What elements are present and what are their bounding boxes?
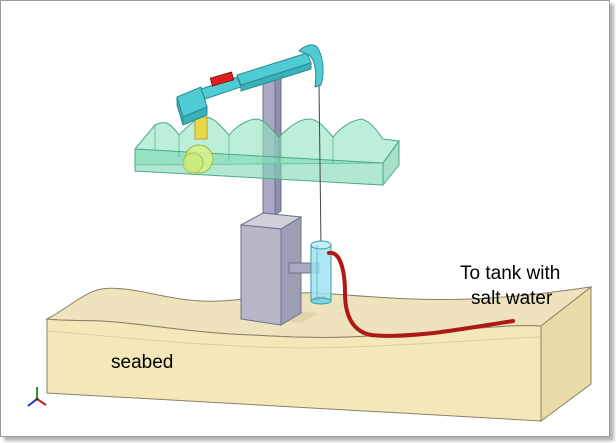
crank-frame-end xyxy=(382,139,400,187)
wire-line xyxy=(318,84,322,246)
crank-frame xyxy=(134,116,400,187)
pump-jack-diagram xyxy=(27,44,593,422)
seabed-label: seabed xyxy=(111,352,174,373)
beam-horse-head xyxy=(298,44,324,88)
diagram-frame: seabed To tank with salt water xyxy=(0,0,610,437)
salt-water-hose xyxy=(327,251,515,338)
seabed-strata-line xyxy=(46,330,542,349)
seabed-block xyxy=(45,285,593,422)
tank-label-line-1: To tank with xyxy=(460,263,561,284)
pump-cylinder xyxy=(310,240,332,305)
beam-red-connector xyxy=(209,71,235,87)
seabed-front-face xyxy=(46,318,542,422)
counterweight xyxy=(182,116,214,174)
seabed-side-face xyxy=(540,285,592,422)
pump-base-housing xyxy=(239,212,320,326)
axis-triad-icon xyxy=(27,387,47,407)
tank-label-line-2: salt water xyxy=(471,288,553,309)
walking-beam xyxy=(176,44,324,126)
